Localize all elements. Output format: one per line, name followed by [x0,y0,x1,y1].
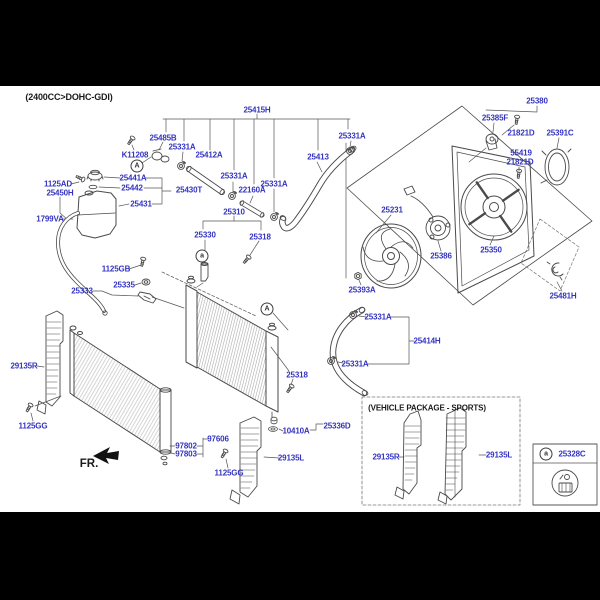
part-label-fr-: FR. [79,458,99,470]
part-label--vehicle-package-sports-: (VEHICLE PACKAGE - SPORTS) [368,403,486,413]
leader-lines-middle [60,157,562,385]
upper-radiator-hose [279,145,357,228]
part-label-25318: 25318 [286,370,308,380]
part-label-25330: 25330 [194,230,216,240]
radiator [186,276,278,418]
part-label-21821d: 21821D [506,157,534,167]
fan-blade-25231 [361,224,421,288]
mount-ring-25391c [541,149,571,185]
part-label-29135r: 29135R [10,361,38,371]
part-label-97802: 97802 [175,441,197,451]
fr-arrow-icon [93,447,119,464]
cap-icon-25328c [552,470,578,496]
overflow-hose [58,213,107,315]
part-label-25333: 25333 [71,286,93,296]
clip-dashed-box [521,219,579,291]
part-label-25450h: 25450H [46,188,74,198]
part-label-25331a: 25331A [168,142,196,152]
grommet-25335 [142,279,150,285]
part-label-25331a: 25331A [220,171,248,181]
part-label-97803: 97803 [175,449,197,459]
part-label-55419: 55419 [510,148,532,158]
ref-marker-a: A [130,159,144,173]
reservoir-tank [77,191,116,238]
part-label-1125gg: 1125GG [18,421,48,431]
part-label-25350: 25350 [480,245,502,255]
part-label-25415h: 25415H [243,105,271,115]
pipe-22160a [239,200,264,218]
part-label-25481h: 25481H [549,291,577,301]
part-label-25310: 25310 [223,207,245,217]
part-label-25318: 25318 [249,232,271,242]
part-label-25393a: 25393A [348,285,376,295]
part-label-1125gg: 1125GG [214,468,244,478]
part-label-22160a: 22160A [238,185,266,195]
letterbox-top [0,0,600,86]
overflow-tube-25330 [201,263,208,282]
part-label-25441a: 25441A [119,173,147,183]
legend-box [533,444,597,505]
fan-assembly-box [347,106,592,305]
clip-25481h [547,262,563,280]
part-label-25385f: 25385F [481,113,509,123]
part-label--2400cc-dohc-gdi-: (2400CC>DOHC-GDI) [25,92,113,102]
part-label-25391c: 25391C [546,128,574,138]
ref-marker-a: a [539,447,553,461]
part-label-25485b: 25485B [149,133,177,143]
part-label-25336d: 25336D [323,421,351,431]
drain-plug-10410a [269,417,278,431]
part-label-97606: 97606 [207,434,229,444]
position-a-dashed-line [162,272,256,316]
pipe-25412a [186,166,225,196]
part-label-1125ad: 1125AD [43,179,73,189]
part-label-25412a: 25412A [195,150,223,160]
part-label-25414h: 25414H [413,336,441,346]
letterbox-bottom [0,512,600,600]
sensor-25385f [486,134,498,150]
part-label-29135l: 29135L [485,450,513,460]
part-label-25231: 25231 [381,205,403,215]
part-label-29135r: 29135R [372,452,400,462]
part-label-10410a: 10410A [282,426,310,436]
air-guard-left-29135r [37,311,63,414]
sport-guard-29135l [438,408,466,504]
part-label-25331a: 25331A [364,312,392,322]
part-label-25331a: 25331A [338,131,366,141]
bracket-25333 [138,292,156,303]
part-label-25442: 25442 [121,183,143,193]
receiver-drier [160,388,171,465]
part-label-25335: 25335 [113,280,135,290]
lower-radiator-hose [333,307,369,397]
air-guard-center-29135l [230,417,261,504]
vehicle-package-box [362,397,520,505]
ref-marker-a: a [195,249,209,263]
reservoir-cap [87,170,103,181]
part-label-25386: 25386 [430,251,452,261]
ref-marker-a: A [260,302,274,316]
part-label-k11208: K11208 [121,150,149,160]
part-label-1799va: 1799VA [36,214,64,224]
part-label-29135l: 29135L [277,453,305,463]
sport-guard-29135r [395,411,421,499]
part-label-25328c: 25328C [558,449,586,459]
part-label-25430t: 25430T [175,185,203,195]
reservoir-gasket [89,185,97,188]
part-label-25413: 25413 [307,152,329,162]
part-label-1125gb: 1125GB [101,264,131,274]
part-label-25331a: 25331A [260,179,288,189]
leader-lines-top [132,106,559,278]
part-label-25380: 25380 [526,96,548,106]
part-label-25431: 25431 [130,199,152,209]
part-label-25331a: 25331A [341,359,369,369]
fan-motor-25386 [404,186,450,240]
part-label-21821d: 21821D [507,128,535,138]
fan-shroud-25350 [452,146,534,293]
filler-elbow-25485b [152,149,169,162]
